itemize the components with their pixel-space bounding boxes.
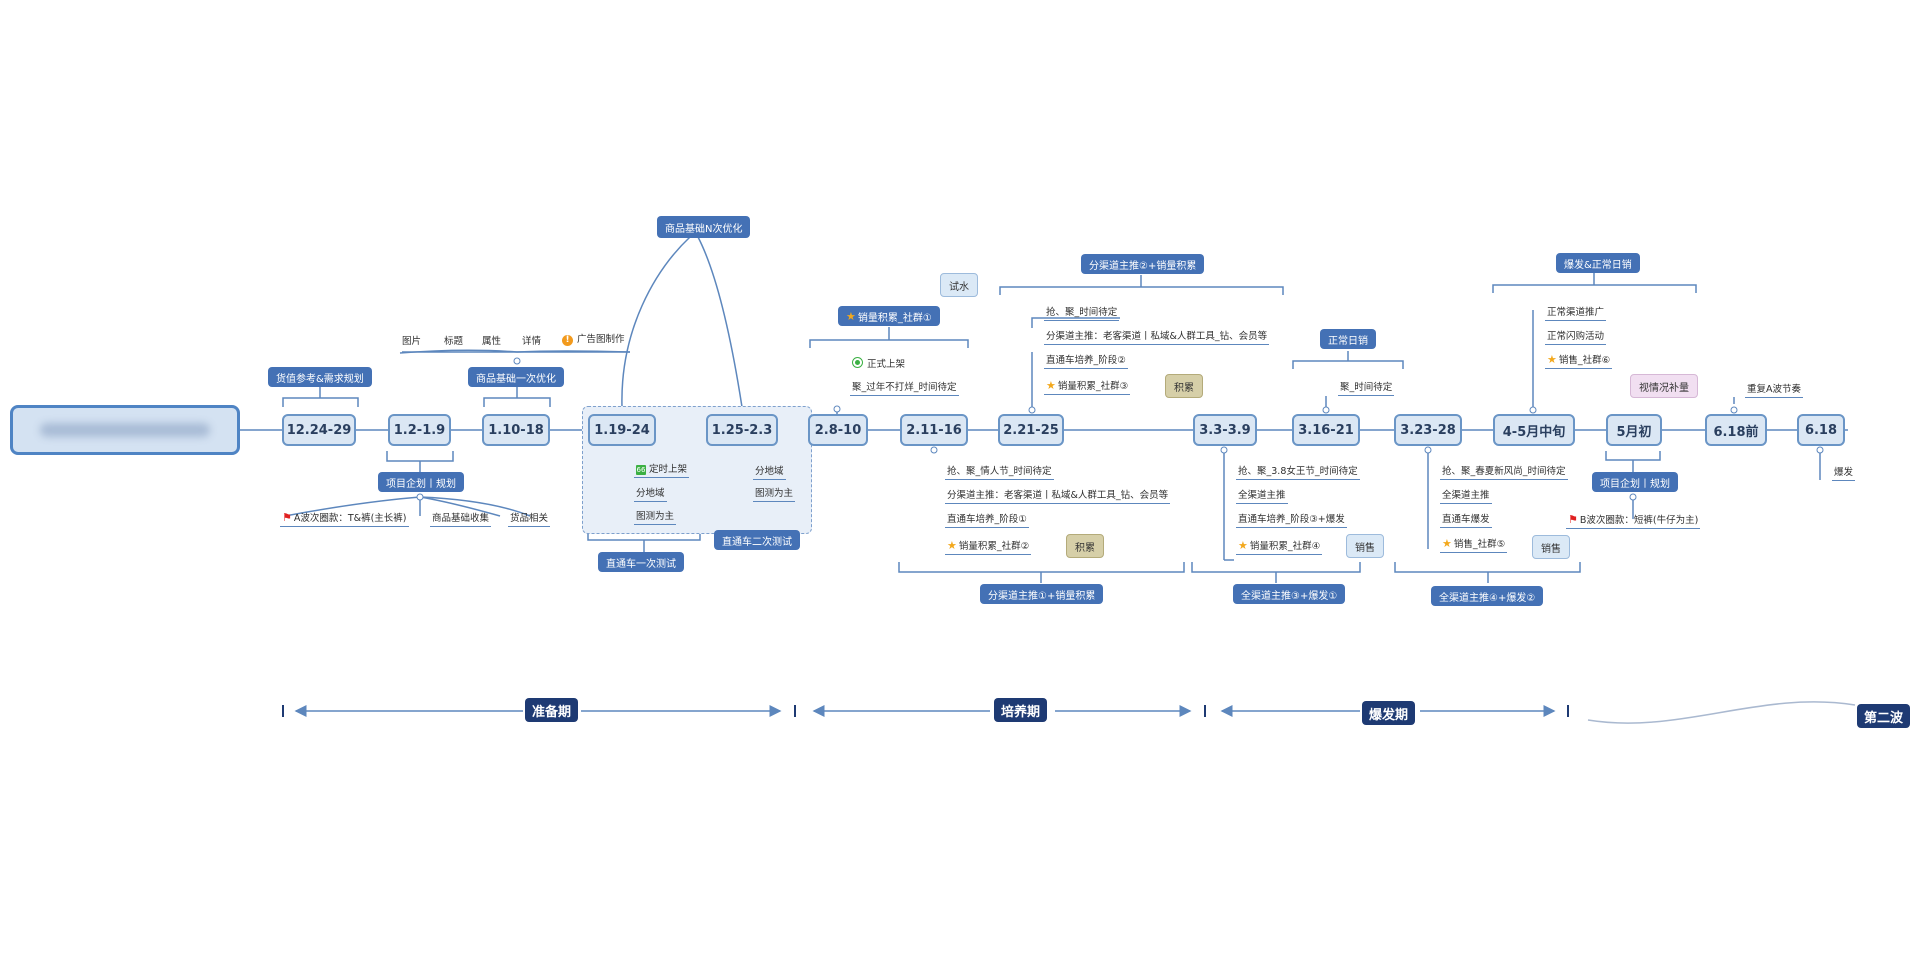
leaf-attribute: 属性 — [482, 336, 502, 347]
date-node-1-19-24[interactable]: 1.19-24 — [588, 414, 656, 446]
label-normal-sales[interactable]: 正常日销 — [1320, 329, 1376, 349]
leaf-a-wave: ⚑A波次圈款：T&裤(主长裤) — [280, 511, 409, 527]
leaf-zt-burst: 直通车爆发 — [1440, 513, 1492, 528]
leaf-spring-fashion: 抢、聚_春夏新风尚_时间待定 — [1440, 465, 1568, 480]
star-icon: ★ — [1046, 379, 1056, 392]
leaf-by-region-1: 分地域 — [634, 487, 667, 502]
play-icon — [852, 357, 863, 368]
leaf-normal-promo: 正常渠道推广 — [1545, 306, 1607, 321]
leaf-sales-group-2: ★销量积累_社群② — [945, 539, 1032, 555]
leaf-base-collect: 商品基础收集 — [430, 512, 492, 527]
leaf-burst: 爆发 — [1832, 466, 1856, 481]
label-project-plan-2[interactable]: 项目企划丨规划 — [1592, 472, 1678, 492]
callout-sell-2: 销售 — [1532, 535, 1570, 559]
label-zt-test-2[interactable]: 直通车二次测试 — [714, 530, 800, 550]
leaf-goods-related: 货品相关 — [508, 512, 551, 527]
leaf-by-region-2: 分地域 — [753, 465, 786, 480]
leaf-title: 标题 — [444, 336, 464, 347]
leaf-sales-group-3: ★销量积累_社群③ — [1044, 379, 1131, 395]
label-goods-reference[interactable]: 货值参考&需求规划 — [268, 367, 372, 387]
date-node-2-11-16[interactable]: 2.11-16 — [900, 414, 968, 446]
leaf-grab-gather-1: 抢、聚_时间待定 — [1044, 306, 1120, 321]
phase-second-wave[interactable]: 第二波 — [1857, 704, 1911, 728]
leaf-by-pic-1: 图测为主 — [634, 510, 677, 525]
label-burst-normal[interactable]: 爆发&正常日销 — [1556, 253, 1640, 273]
leaf-channel-vip-2: 分渠道主推：老客渠道丨私域&人群工具_钻、会员等 — [1044, 330, 1270, 345]
date-node-4-5-mid[interactable]: 4-5月中旬 — [1493, 414, 1575, 446]
date-node-6-18-before[interactable]: 6.18前 — [1705, 414, 1767, 446]
phase-preparation[interactable]: 准备期 — [525, 698, 579, 722]
flag-icon: ⚑ — [1568, 513, 1578, 526]
leaf-by-pic-2: 图测为主 — [753, 487, 796, 502]
leaf-image: 图片 — [402, 336, 422, 347]
leaf-channel-vip-1: 分渠道主推：老客渠道丨私域&人群工具_钻、会员等 — [945, 489, 1171, 504]
star-icon: ★ — [947, 539, 957, 552]
star-icon: ★ — [1442, 537, 1452, 550]
leaf-gather-cny: 聚_过年不打烊_时间待定 — [850, 381, 959, 396]
date-node-1-10-18[interactable]: 1.10-18 — [482, 414, 550, 446]
leaf-all-channel-a: 全渠道主推 — [1236, 489, 1288, 504]
date-node-2-8-10[interactable]: 2.8-10 — [808, 414, 868, 446]
date-node-3-23-28[interactable]: 3.23-28 — [1394, 414, 1462, 446]
callout-sell-1: 销售 — [1346, 534, 1384, 558]
leaf-womens-day: 抢、聚_3.8女王节_时间待定 — [1236, 465, 1360, 480]
label-all-channel-3[interactable]: 全渠道主推③+爆发① — [1233, 584, 1346, 604]
star-icon: ★ — [1238, 539, 1248, 552]
calendar-icon: 66 — [636, 465, 646, 475]
root-blurred-title — [40, 423, 210, 437]
leaf-official-launch: 正式上架 — [850, 357, 907, 372]
date-node-1-2-1-9[interactable]: 1.2-1.9 — [388, 414, 451, 446]
phase-burst[interactable]: 爆发期 — [1362, 701, 1416, 725]
callout-try: 试水 — [940, 273, 978, 297]
leaf-zt-stage-2: 直通车培养_阶段② — [1044, 354, 1128, 369]
flag-icon: ⚑ — [282, 511, 292, 524]
callout-replenish: 视情况补量 — [1630, 374, 1698, 398]
label-zt-test-1[interactable]: 直通车一次测试 — [598, 552, 684, 572]
label-project-plan-1[interactable]: 项目企划丨规划 — [378, 472, 464, 492]
date-node-1-25-2-3[interactable]: 1.25-2.3 — [706, 414, 778, 446]
leaf-sales-group-5: ★销售_社群⑤ — [1440, 537, 1508, 553]
leaf-repeat-a: 重复A波节奏 — [1745, 383, 1803, 398]
leaf-gather-tbd: 聚_时间待定 — [1338, 381, 1395, 396]
callout-accumulate-1: 积累 — [1165, 374, 1203, 398]
leaf-sales-group-6: ★销售_社群⑥ — [1545, 353, 1613, 369]
leaf-zt-stage-1: 直通车培养_阶段① — [945, 513, 1029, 528]
date-node-2-21-25[interactable]: 2.21-25 — [998, 414, 1064, 446]
label-channel-push-1[interactable]: 分渠道主推①+销量积累 — [980, 584, 1104, 604]
date-node-may-early[interactable]: 5月初 — [1606, 414, 1662, 446]
leaf-valentine: 抢、聚_情人节_时间待定 — [945, 465, 1054, 480]
callout-accumulate-2: 积累 — [1066, 534, 1104, 558]
leaf-sales-group-4: ★销量积累_社群④ — [1236, 539, 1323, 555]
leaf-all-channel-b: 全渠道主推 — [1440, 489, 1492, 504]
star-icon: ★ — [846, 309, 856, 323]
date-node-6-18[interactable]: 6.18 — [1797, 414, 1845, 446]
label-base-opt-1[interactable]: 商品基础一次优化 — [468, 367, 564, 387]
label-sales-group-1[interactable]: ★销量积累_社群① — [838, 306, 940, 326]
date-node-12-24-29[interactable]: 12.24-29 — [282, 414, 356, 446]
leaf-b-wave: ⚑B波次圈款：短裤(牛仔为主) — [1566, 513, 1701, 529]
leaf-detail: 详情 — [522, 336, 542, 347]
leaf-ad-design: !广告图制作 — [560, 333, 627, 347]
date-node-3-3-3-9[interactable]: 3.3-3.9 — [1193, 414, 1257, 446]
leaf-zt-stage-3: 直通车培养_阶段③+爆发 — [1236, 513, 1347, 528]
warning-icon: ! — [562, 335, 573, 346]
leaf-normal-flash: 正常闪购活动 — [1545, 330, 1607, 345]
root-node[interactable] — [10, 405, 240, 455]
label-all-channel-4[interactable]: 全渠道主推④+爆发② — [1431, 586, 1544, 606]
label-channel-push-2[interactable]: 分渠道主推②+销量积累 — [1081, 254, 1205, 274]
label-base-opt-n[interactable]: 商品基础N次优化 — [657, 216, 751, 238]
date-node-3-16-21[interactable]: 3.16-21 — [1292, 414, 1360, 446]
phase-cultivation[interactable]: 培养期 — [994, 698, 1048, 722]
star-icon: ★ — [1547, 353, 1557, 366]
